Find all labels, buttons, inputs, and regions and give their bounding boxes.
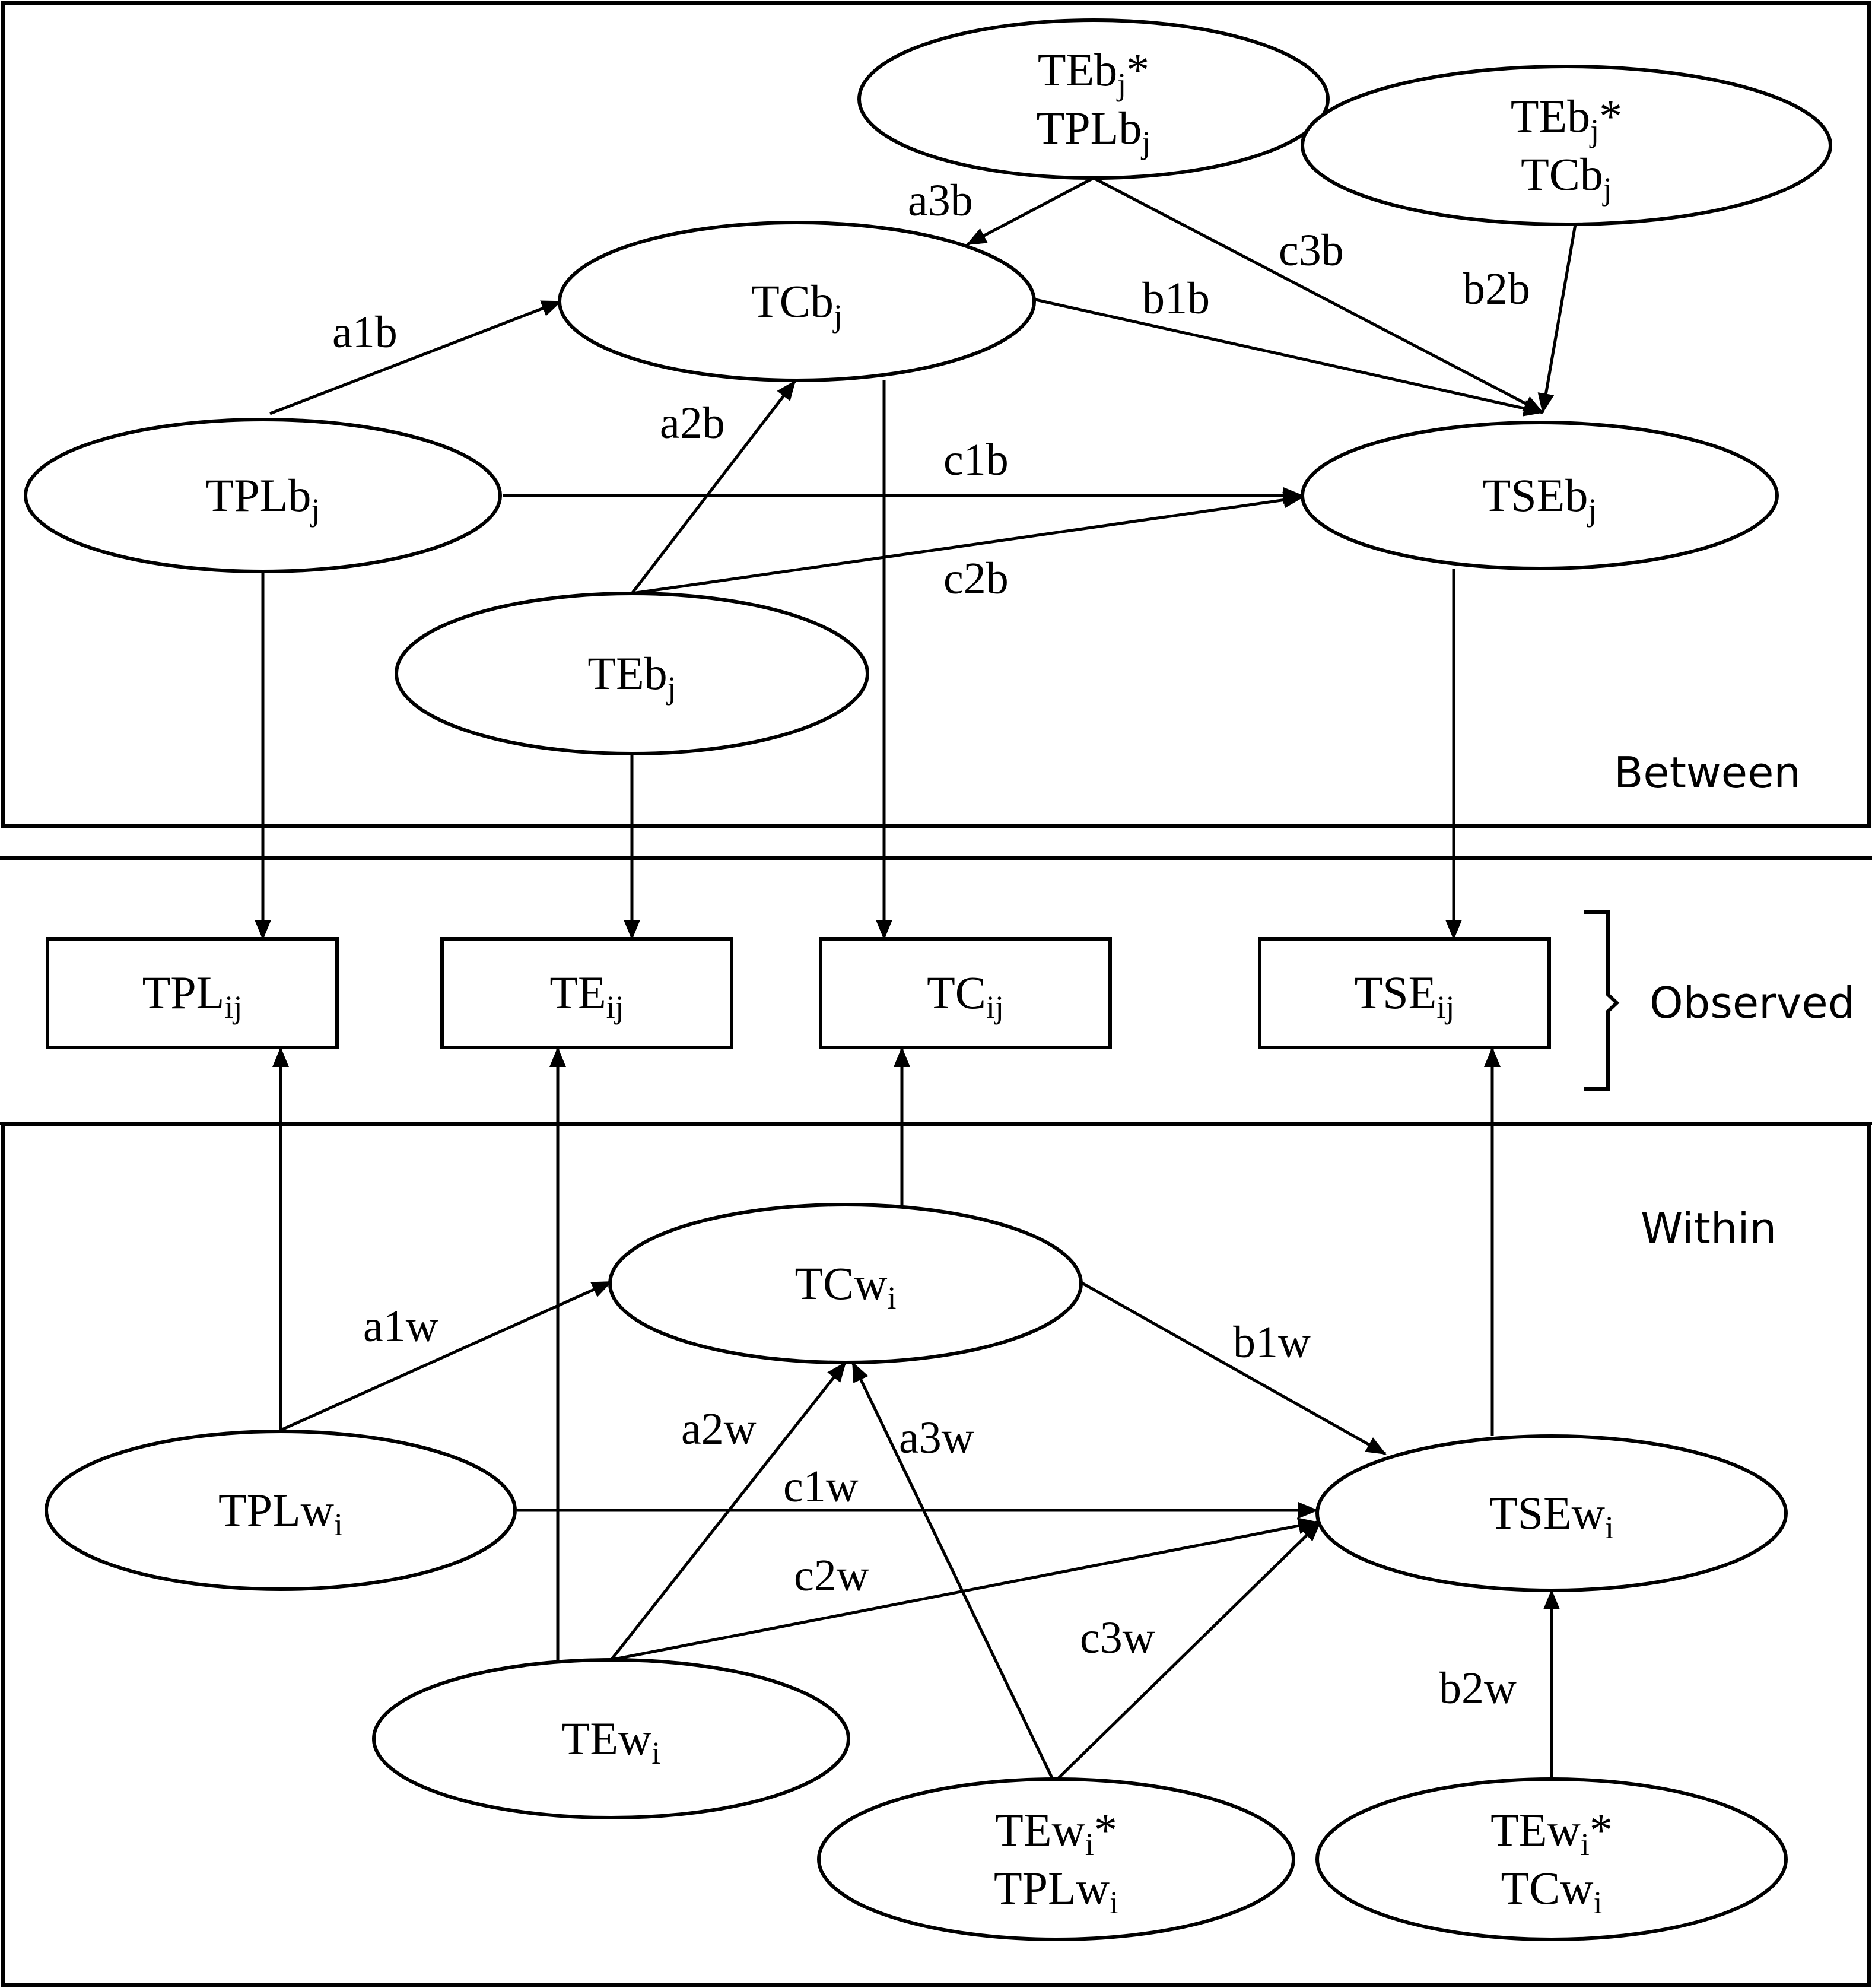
svg-text:TSEbj: TSEbj xyxy=(1483,469,1597,528)
svg-text:TEwi*TCwi: TEwi*TCwi xyxy=(1490,1804,1613,1920)
svg-text:TCbj: TCbj xyxy=(751,275,843,334)
edge-label-c2w: c2w xyxy=(794,1551,869,1600)
between-panel-frame xyxy=(1,1,1871,828)
svg-text:TEbj*TPLbj: TEbj*TPLbj xyxy=(1037,44,1151,160)
edge-label-c1b: c1b xyxy=(943,435,1009,485)
edge-c3b xyxy=(1092,176,1544,414)
svg-text:TEij: TEij xyxy=(549,967,624,1025)
edge-label-c3b: c3b xyxy=(1279,226,1344,275)
edge-label-b2w: b2w xyxy=(1439,1663,1517,1713)
between-label: Between xyxy=(1614,748,1801,798)
node-tpl-observed: TPLij xyxy=(46,937,339,1049)
node-te-observed: TEij xyxy=(440,937,733,1049)
node-tc-observed: TCij xyxy=(819,937,1112,1049)
svg-text:TEwi*TPLwi: TEwi*TPLwi xyxy=(994,1804,1118,1920)
edge-label-b2b: b2b xyxy=(1463,264,1530,314)
node-tseb: TSEbj xyxy=(1301,421,1779,570)
node-teb-tcb: TEbj*TCbj xyxy=(1301,65,1832,226)
observed-label: Observed xyxy=(1649,978,1855,1028)
node-tew-tcw: TEwi*TCwi xyxy=(1315,1777,1788,1941)
edge-a2b xyxy=(631,380,796,595)
svg-text:TPLij: TPLij xyxy=(142,967,243,1025)
edge-a2w xyxy=(610,1361,847,1661)
svg-text:TEbj*TCbj: TEbj*TCbj xyxy=(1511,90,1622,207)
edge-c2b xyxy=(631,491,1304,595)
edge-a3b xyxy=(966,176,1095,246)
edge-c3w xyxy=(1055,1521,1321,1781)
node-tew-tplw: TEwi*TPLwi xyxy=(817,1777,1295,1941)
svg-text:TCwi: TCwi xyxy=(794,1257,896,1316)
edge-label-c2b: c2b xyxy=(943,554,1009,604)
edge-label-a2w: a2w xyxy=(681,1404,757,1454)
node-tew: TEwi xyxy=(372,1658,850,1819)
edge-label-a3w: a3w xyxy=(899,1413,974,1463)
edge-label-a2b: a2b xyxy=(660,398,725,448)
node-tse-observed: TSEij xyxy=(1258,937,1551,1049)
node-teb-tplb: TEbj*TPLbj xyxy=(857,18,1330,180)
edge-label-a1w: a1w xyxy=(363,1301,438,1351)
edge-b1w xyxy=(1079,1280,1387,1456)
svg-text:TPLbj: TPLbj xyxy=(206,469,320,528)
within-panel-frame xyxy=(1,1123,1871,1987)
edge-a1b xyxy=(269,300,562,415)
edge-b2b xyxy=(1537,224,1577,414)
edge-label-b1b: b1b xyxy=(1142,274,1210,323)
edge-label-a3b: a3b xyxy=(908,176,973,226)
node-tsew: TSEwi xyxy=(1315,1434,1788,1592)
svg-text:TEbj: TEbj xyxy=(587,647,676,706)
edge-label-a1b: a1b xyxy=(332,307,398,357)
svg-text:TSEij: TSEij xyxy=(1355,967,1455,1025)
edge-b1b xyxy=(1035,298,1544,417)
node-tcw: TCwi xyxy=(608,1203,1083,1364)
edge-label-c3w: c3w xyxy=(1080,1613,1155,1663)
node-tcb: TCbj xyxy=(558,221,1036,382)
svg-text:TEwi: TEwi xyxy=(562,1713,661,1771)
edge-a3w xyxy=(851,1361,1055,1781)
edge-c2w xyxy=(611,1517,1318,1662)
observed-bracket xyxy=(1584,910,1620,1091)
edge-label-c1w: c1w xyxy=(783,1462,859,1511)
svg-text:TPLwi: TPLwi xyxy=(218,1484,343,1542)
svg-text:TCij: TCij xyxy=(927,967,1004,1025)
within-label: Within xyxy=(1641,1203,1776,1253)
edge-a1w xyxy=(279,1280,612,1432)
edge-label-b1w: b1w xyxy=(1233,1317,1311,1367)
svg-text:TSEwi: TSEwi xyxy=(1489,1487,1614,1545)
node-tplw: TPLwi xyxy=(45,1430,517,1591)
node-teb: TEbj xyxy=(395,592,869,755)
node-tplb: TPLbj xyxy=(24,418,502,573)
